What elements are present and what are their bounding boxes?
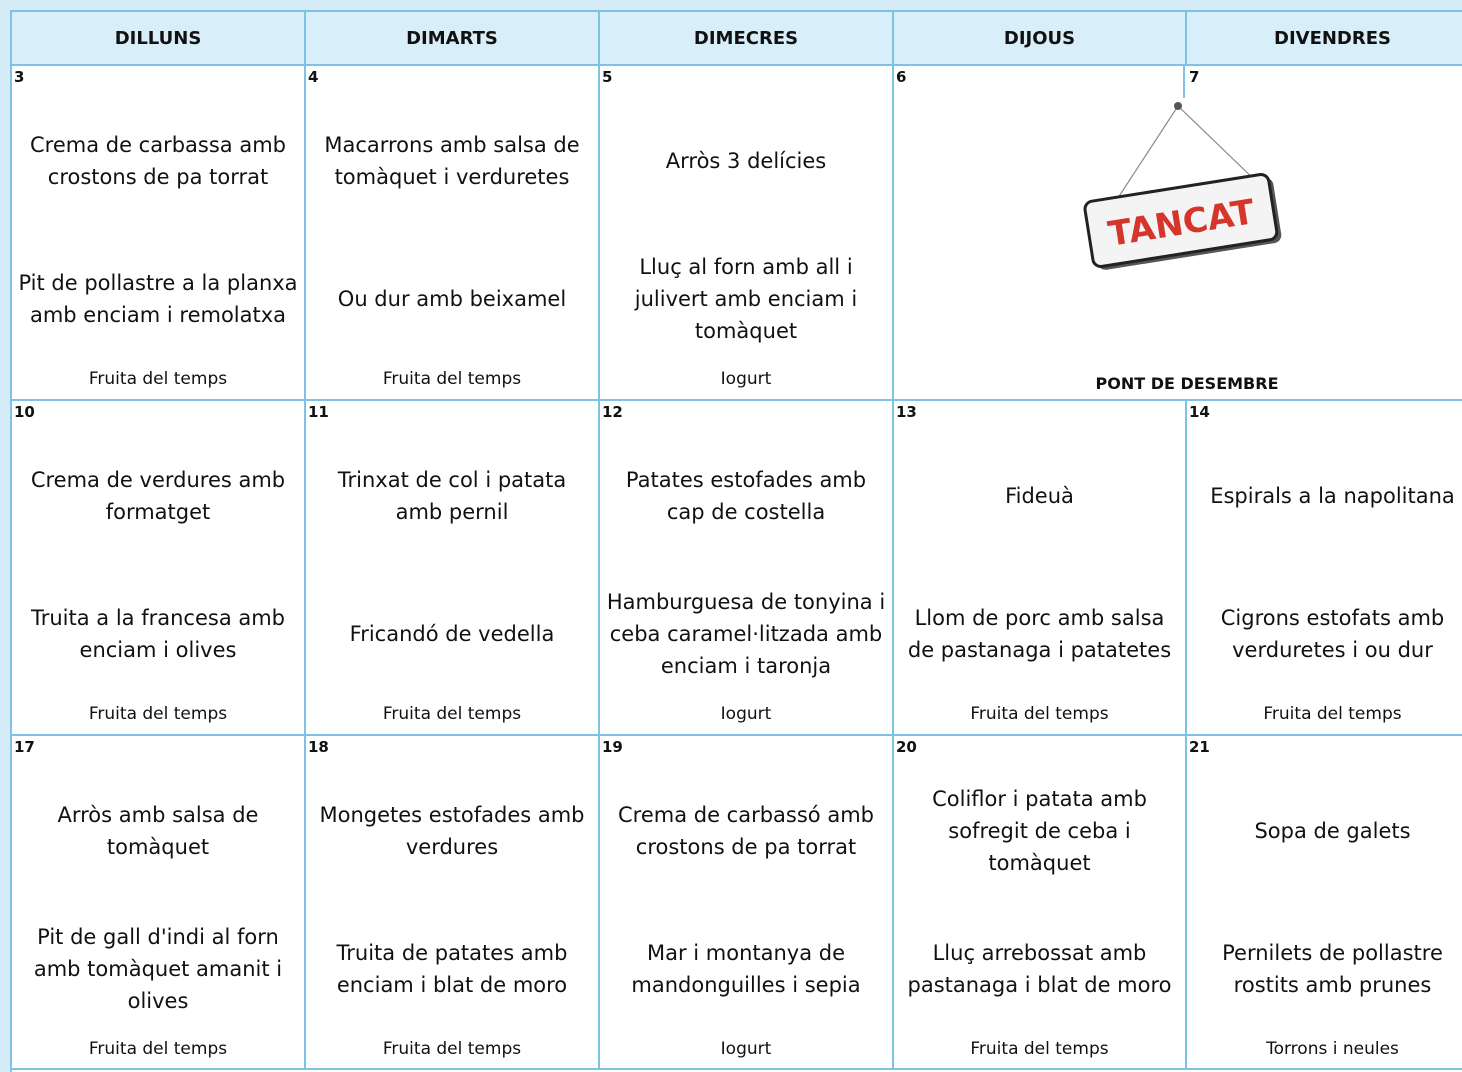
dessert: Iogurt — [720, 703, 772, 724]
first-course: Macarrons amb salsa de tomàquet i verdur… — [324, 133, 580, 189]
day-number: 10 — [14, 403, 35, 421]
second-course: Truita a la francesa amb enciam i olives — [30, 605, 286, 662]
day-cell: 17 Arròs amb salsa de tomàquet Pit de ga… — [12, 736, 306, 1070]
second-course: Pit de pollastre a la planxa amb enciam … — [18, 270, 298, 327]
header-friday: DIVENDRES — [1187, 12, 1462, 66]
second-course: Fricandó de vedella — [349, 621, 555, 646]
second-course: Hamburguesa de tonyina i ceba caramel·li… — [606, 589, 886, 678]
day-number: 4 — [308, 68, 319, 86]
day-number: 13 — [896, 403, 917, 421]
day-cell: 14 Espirals a la napolitana Cigrons esto… — [1187, 401, 1462, 736]
first-course: Mongetes estofades amb verdures — [319, 803, 585, 859]
first-course: Sopa de galets — [1254, 819, 1411, 843]
second-course: Llom de porc amb salsa de pastanaga i pa… — [907, 605, 1172, 662]
menu-calendar: DILLUNS DIMARTS DIMECRES DIJOUS DIVENDRE… — [10, 10, 1462, 1072]
dessert: Fruita del temps — [382, 1038, 522, 1059]
dessert: Iogurt — [720, 368, 772, 389]
header-thursday: DIJOUS — [894, 12, 1187, 66]
header-wednesday: DIMECRES — [600, 12, 894, 66]
day-cell: 4 Macarrons amb salsa de tomàquet i verd… — [306, 66, 600, 401]
day-number: 6 — [896, 68, 907, 86]
day-number: 7 — [1189, 68, 1200, 86]
first-course: Fideuà — [1005, 484, 1074, 508]
first-course: Crema de verdures amb formatget — [30, 468, 286, 524]
first-course: Crema de carbassó amb crostons de pa tor… — [618, 803, 874, 859]
dessert: Fruita del temps — [88, 703, 228, 724]
dessert: Fruita del temps — [1263, 703, 1402, 724]
second-course: Ou dur amb beixamel — [337, 286, 567, 311]
second-course: Pernilets de pollastre rostits amb prune… — [1222, 940, 1443, 997]
dessert: Fruita del temps — [382, 368, 522, 389]
day-number: 21 — [1189, 738, 1210, 756]
first-course: Crema de carbassa amb crostons de pa tor… — [29, 133, 286, 189]
day-number: 14 — [1189, 403, 1210, 421]
day-cell: 19 Crema de carbassó amb crostons de pa … — [600, 736, 894, 1070]
header-monday: DILLUNS — [12, 12, 306, 66]
day-number: 18 — [308, 738, 329, 756]
day-cell: 11 Trinxat de col i patata amb pernil Fr… — [306, 401, 600, 736]
second-course: Mar i montanya de mandonguilles i sepia — [631, 940, 861, 997]
day-number: 20 — [896, 738, 917, 756]
second-course: Lluç arrebossat amb pastanaga i blat de … — [907, 940, 1172, 997]
column-divider — [1183, 66, 1185, 98]
day-cell: 3 Crema de carbassa amb crostons de pa t… — [12, 66, 306, 401]
second-course: Truita de patates amb enciam i blat de m… — [336, 940, 568, 997]
first-course: Espirals a la napolitana — [1210, 484, 1455, 508]
second-course: Lluç al forn amb all i julivert amb enci… — [634, 254, 858, 343]
day-cell: 10 Crema de verdures amb formatget Truit… — [12, 401, 306, 736]
second-course: Pit de gall d'indi al forn amb tomàquet … — [33, 924, 283, 1013]
day-number: 17 — [14, 738, 35, 756]
dessert: Fruita del temps — [970, 1038, 1109, 1059]
first-course: Patates estofades amb cap de costella — [625, 468, 867, 524]
day-cell: 21 Sopa de galets Pernilets de pollastre… — [1187, 736, 1462, 1070]
day-number: 3 — [14, 68, 25, 86]
dessert: Fruita del temps — [88, 368, 228, 389]
dessert: Torrons i neules — [1266, 1038, 1399, 1059]
first-course: Arròs 3 delícies — [665, 149, 827, 173]
day-cell: 13 Fideuà Llom de porc amb salsa de past… — [894, 401, 1187, 736]
day-number: 19 — [602, 738, 623, 756]
header-tuesday: DIMARTS — [306, 12, 600, 66]
day-number: 5 — [602, 68, 613, 86]
day-cell: 5 Arròs 3 delícies Lluç al forn amb all … — [600, 66, 894, 401]
holiday-label: PONT DE DESEMBRE — [1095, 374, 1279, 393]
first-course: Arròs amb salsa de tomàquet — [57, 803, 259, 859]
day-number: 12 — [602, 403, 623, 421]
day-number: 11 — [308, 403, 329, 421]
dessert: Iogurt — [720, 1038, 772, 1059]
dessert: Fruita del temps — [88, 1038, 228, 1059]
second-course: Cigrons estofats amb verduretes i ou dur — [1220, 605, 1445, 662]
dessert: Fruita del temps — [382, 703, 522, 724]
day-cell: 20 Coliflor i patata amb sofregit de ceb… — [894, 736, 1187, 1070]
day-cell: 12 Patates estofades amb cap de costella… — [600, 401, 894, 736]
closed-holiday-cell: 6 7 TANCAT PONT DE DESEMBRE — [894, 66, 1462, 401]
day-cell: 18 Mongetes estofades amb verdures Truit… — [306, 736, 600, 1070]
dessert: Fruita del temps — [970, 703, 1109, 724]
first-course: Coliflor i patata amb sofregit de ceba i… — [932, 787, 1147, 875]
closed-sign-icon: TANCAT — [1083, 102, 1282, 270]
first-course: Trinxat de col i patata amb pernil — [337, 468, 567, 524]
